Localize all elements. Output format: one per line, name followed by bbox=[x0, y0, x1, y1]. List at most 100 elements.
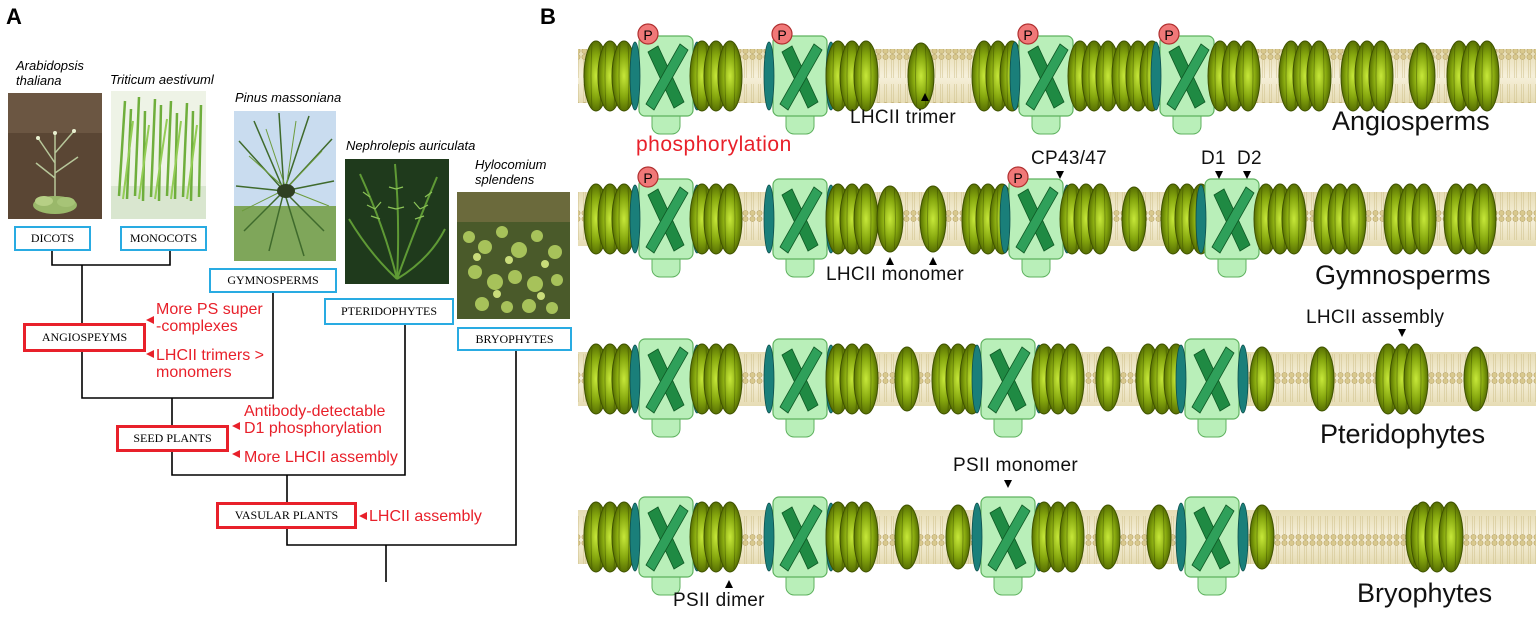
trait-antibody-d1: Antibody-detectable D1 phosphorylation bbox=[244, 403, 385, 437]
lhcii-subunit bbox=[894, 346, 920, 412]
lhcii-subunit bbox=[1249, 504, 1275, 570]
trait-ps-super-line2: -complexes bbox=[156, 318, 238, 335]
species-hylocomium-line1: Hylocomium bbox=[475, 157, 547, 172]
group-gymnosperms: Gymnosperms bbox=[1315, 260, 1491, 290]
label-lhcii-assembly: LHCII assembly bbox=[1306, 307, 1445, 328]
lhcii-subunit bbox=[1474, 40, 1500, 112]
lhcii-subunit bbox=[1059, 343, 1085, 415]
label-psii-monomer: PSII monomer bbox=[953, 455, 1079, 476]
lhcii-subunit bbox=[876, 185, 904, 253]
node-bryophytes: BRYOPHYTES bbox=[457, 327, 572, 351]
species-hylocomium-line2: splendens bbox=[475, 172, 535, 187]
trait-lhcii-trimers: LHCII trimers > monomers bbox=[156, 347, 264, 381]
psii-core bbox=[971, 496, 1045, 596]
lhcii-subunit bbox=[717, 343, 743, 415]
group-pteridophytes: Pteridophytes bbox=[1320, 419, 1486, 449]
label-psii-dimer: PSII dimer bbox=[673, 590, 765, 611]
label-phosphorylation: phosphorylation bbox=[636, 133, 792, 156]
lhcii-subunit bbox=[1249, 346, 1275, 412]
lhcii-subunit bbox=[611, 501, 637, 573]
panel-b-letter: B bbox=[540, 4, 556, 29]
trait-lhcii-trimers-line2: monomers bbox=[156, 364, 232, 381]
node-vascular-plants: VASULAR PLANTS bbox=[216, 502, 357, 529]
phosphate-marker: P bbox=[1007, 166, 1029, 188]
label-lhcii-monomer: LHCII monomer bbox=[826, 264, 964, 285]
node-seed-plants: SEED PLANTS bbox=[116, 425, 229, 452]
species-arabidopsis-line2: thaliana bbox=[16, 73, 62, 88]
phosphate-label: P bbox=[777, 27, 786, 43]
label-cp43-47: CP43/47 bbox=[1031, 148, 1108, 169]
node-angiosperms: ANGIOSPEYMS bbox=[23, 323, 146, 352]
group-bryophytes: Bryophytes bbox=[1357, 578, 1493, 608]
species-nephrolepis: Nephrolepis auriculata bbox=[346, 138, 476, 153]
trait-antibody-line1: Antibody-detectable bbox=[244, 403, 386, 420]
trait-ps-super-line1: More PS super bbox=[156, 301, 263, 318]
trait-ps-supercomplexes: More PS super -complexes bbox=[156, 301, 263, 335]
lhcii-subunit bbox=[1463, 346, 1489, 412]
lhcii-subunit bbox=[853, 183, 879, 255]
lhcii-subunit bbox=[717, 183, 743, 255]
psii-core bbox=[629, 178, 703, 278]
lhcii-subunit bbox=[1341, 183, 1367, 255]
lhcii-subunit bbox=[1095, 346, 1121, 412]
lhcii-subunit bbox=[1095, 504, 1121, 570]
phosphate-marker: P bbox=[1017, 23, 1039, 45]
lhcii-subunit bbox=[1235, 40, 1261, 112]
group-angiosperms: Angiosperms bbox=[1332, 106, 1490, 136]
phosphate-label: P bbox=[1013, 170, 1022, 186]
psii-core bbox=[1175, 338, 1249, 438]
trait-lhcii-trimers-line1: LHCII trimers > bbox=[156, 347, 265, 364]
nephrolepis-photo bbox=[345, 159, 449, 284]
lhcii-subunit bbox=[717, 40, 743, 112]
lhcii-subunit bbox=[853, 343, 879, 415]
phosphate-marker: P bbox=[637, 166, 659, 188]
node-dicots: DICOTS bbox=[14, 226, 91, 251]
species-triticum: Triticum aestivuml bbox=[110, 72, 214, 87]
lhcii-subunit bbox=[1059, 501, 1085, 573]
phosphate-label: P bbox=[1164, 27, 1173, 43]
phylogeny-lines bbox=[51, 250, 517, 582]
trait-lhcii-assembly: LHCII assembly bbox=[369, 508, 482, 525]
label-lhcii-trimer: LHCII trimer bbox=[850, 107, 956, 128]
phosphate-marker: P bbox=[1158, 23, 1180, 45]
label-d1: D1 bbox=[1201, 148, 1226, 169]
lhcii-subunit bbox=[1281, 183, 1307, 255]
arabidopsis-photo bbox=[8, 93, 102, 219]
psii-core bbox=[1150, 35, 1224, 135]
triticum-photo bbox=[111, 91, 206, 219]
lhcii-subunit bbox=[1121, 186, 1147, 252]
lhcii-subunit bbox=[1403, 343, 1429, 415]
node-monocots: MONOCOTS bbox=[120, 226, 207, 251]
lhcii-subunit bbox=[945, 504, 971, 570]
lhcii-subunit bbox=[1368, 40, 1394, 112]
lhcii-subunit bbox=[1309, 346, 1335, 412]
lhcii-subunit bbox=[853, 40, 879, 112]
lhcii-subunit bbox=[1146, 504, 1172, 570]
phosphate-label: P bbox=[1023, 27, 1032, 43]
pinus-photo bbox=[234, 111, 336, 261]
psii-core bbox=[1175, 496, 1249, 596]
lhcii-subunit bbox=[1438, 501, 1464, 573]
lhcii-subunit bbox=[853, 501, 879, 573]
lhcii-subunit bbox=[1306, 40, 1332, 112]
node-gymnosperms: GYMNOSPERMS bbox=[209, 268, 337, 293]
lhcii-subunit bbox=[717, 501, 743, 573]
lhcii-subunit bbox=[1471, 183, 1497, 255]
label-d2: D2 bbox=[1237, 148, 1262, 169]
hylocomium-photo bbox=[457, 192, 570, 319]
trait-antibody-line2: D1 phosphorylation bbox=[244, 420, 382, 437]
lhcii-subunit bbox=[1411, 183, 1437, 255]
node-pteridophytes: PTERIDOPHYTES bbox=[324, 298, 454, 325]
phosphate-label: P bbox=[643, 27, 652, 43]
lhcii-subunit bbox=[1408, 42, 1436, 110]
phosphate-label: P bbox=[643, 170, 652, 186]
species-hylocomium: Hylocomium splendens bbox=[475, 157, 547, 187]
species-arabidopsis: Arabidopsis thaliana bbox=[16, 58, 84, 88]
trait-more-lhcii-assembly: More LHCII assembly bbox=[244, 449, 398, 466]
lhcii-subunit bbox=[894, 504, 920, 570]
lhcii-subunit bbox=[1087, 183, 1113, 255]
phosphate-marker: P bbox=[771, 23, 793, 45]
lhcii-subunit bbox=[919, 185, 947, 253]
